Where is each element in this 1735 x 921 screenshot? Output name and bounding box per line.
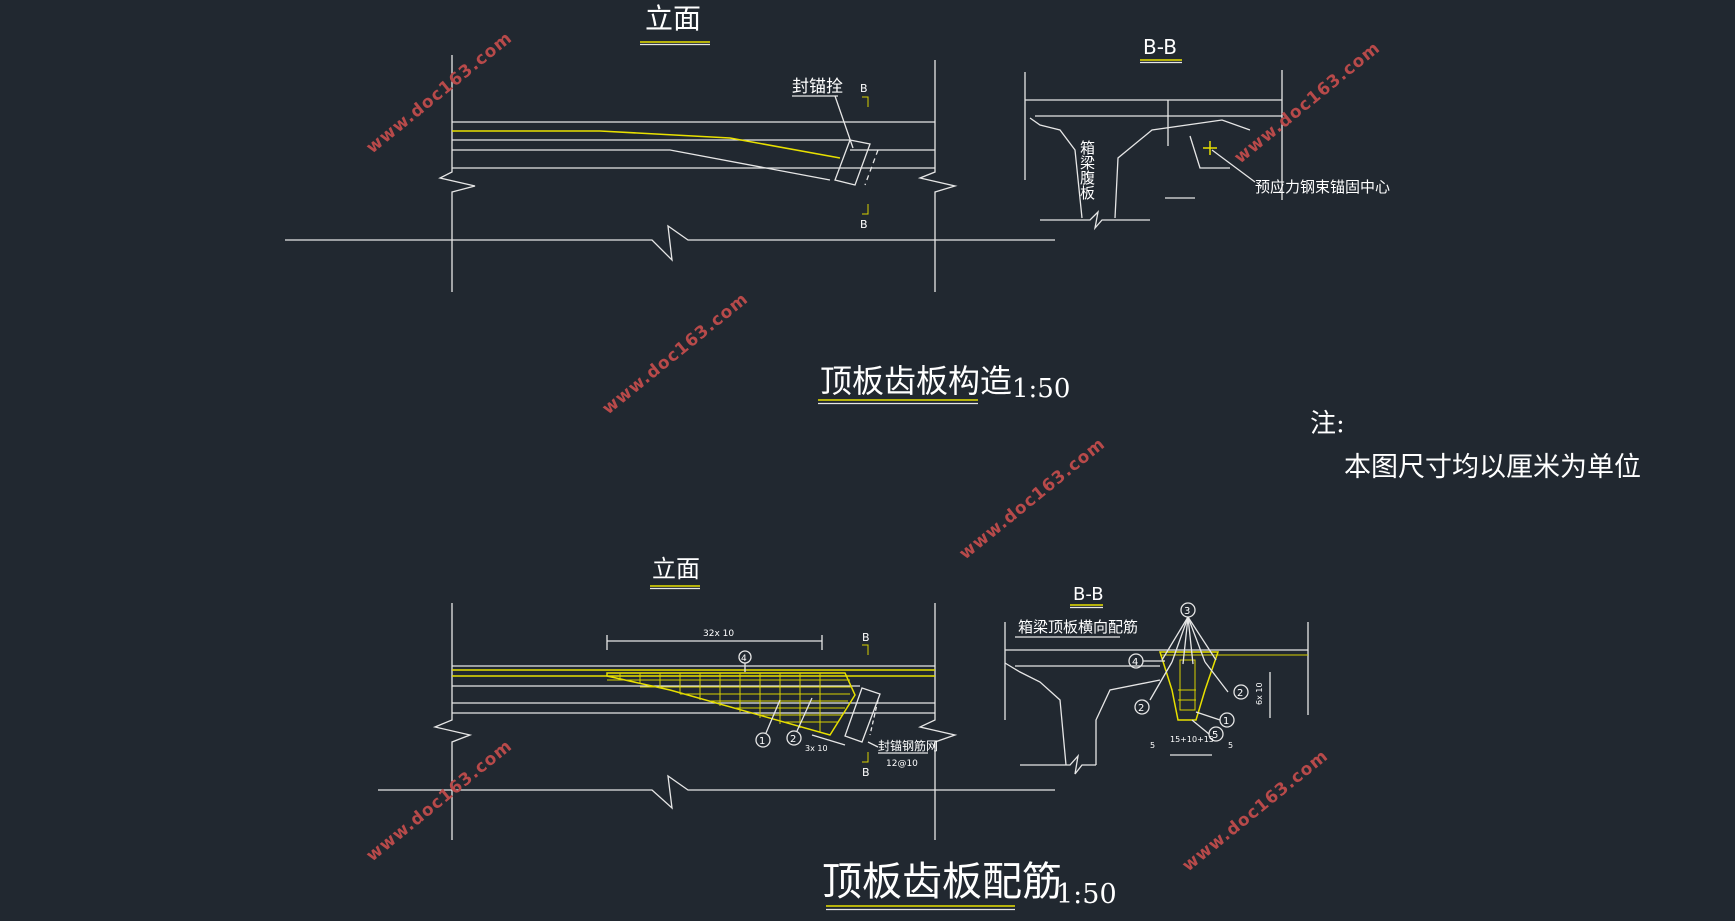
section-marker-2-right-circle bbox=[1233, 684, 1249, 700]
anchor-mesh-label: 封锚钢筋网 bbox=[878, 738, 938, 753]
marker-1-label: 1 bbox=[759, 736, 765, 747]
bottom-section-mark-upper: B bbox=[862, 631, 870, 644]
top-section-title: B-B bbox=[1143, 35, 1177, 59]
section-marker-1-leader bbox=[1195, 711, 1221, 721]
marker-2-leader bbox=[796, 697, 813, 732]
bottom-section-web-right bbox=[1095, 679, 1161, 765]
bottom-section-title: B-B bbox=[1073, 584, 1104, 605]
bottom-elevation-title: 立面 bbox=[652, 555, 700, 583]
bottom-left-boundary bbox=[432, 603, 473, 840]
section-marker-2-right-label: 2 bbox=[1237, 688, 1243, 699]
section-dim-left: 5 bbox=[1150, 741, 1155, 750]
bottom-section-tooth-cage bbox=[1158, 651, 1220, 721]
top-section-bottom bbox=[1040, 210, 1150, 231]
top-right-boundary bbox=[917, 60, 958, 292]
bottom-dim-label: 32x 10 bbox=[703, 629, 734, 639]
marker-3-label: 3 bbox=[1184, 606, 1190, 617]
top-section-mark-upper-tick bbox=[862, 96, 869, 107]
marker-2-label: 2 bbox=[790, 734, 796, 745]
transverse-label: 箱梁顶板横向配筋 bbox=[1018, 618, 1138, 636]
bottom-right-boundary bbox=[918, 603, 958, 840]
marker-3-circle bbox=[1180, 602, 1196, 618]
bottom-anchor-dash bbox=[869, 699, 879, 736]
top-section-bb: B-B 预应力钢束锚固中心 箱梁腹板 bbox=[1024, 35, 1390, 231]
top-caption: 顶板齿板构造 bbox=[820, 362, 1012, 400]
bottom-rebar-mesh bbox=[606, 672, 856, 736]
watermark-1: www.doc163.com bbox=[363, 28, 517, 158]
note-text: 本图尺寸均以厘米为单位 bbox=[1344, 452, 1641, 483]
top-ground-line bbox=[285, 224, 1055, 262]
marker-2-circle bbox=[786, 730, 802, 746]
bottom-caption: 顶板齿板配筋 bbox=[822, 859, 1062, 905]
bottom-section-bottom bbox=[1020, 753, 1096, 775]
anchor-center-label: 预应力钢束锚固中心 bbox=[1255, 178, 1390, 196]
top-anchor-block bbox=[834, 139, 871, 186]
bottom-section-tooth-core bbox=[1179, 659, 1196, 711]
top-section-web-left bbox=[1029, 117, 1083, 219]
section-marker-5-leader bbox=[1191, 719, 1210, 735]
section-marker-1-label: 1 bbox=[1223, 716, 1229, 727]
top-scale: 1:50 bbox=[1012, 374, 1070, 404]
bottom-section-mark-lower: B bbox=[862, 766, 870, 779]
top-tooth-slope bbox=[452, 149, 831, 181]
bottom-small-dim-line bbox=[811, 734, 846, 746]
section-dim-bottom: 15+10+15 bbox=[1170, 735, 1214, 744]
section-dim-right: 5 bbox=[1228, 741, 1233, 750]
top-section-mark-upper: B bbox=[860, 82, 868, 95]
bottom-small-dim: 3x 10 bbox=[805, 744, 828, 753]
note-heading: 注: bbox=[1310, 409, 1345, 439]
watermark-3: www.doc163.com bbox=[599, 289, 753, 419]
top-tendon bbox=[452, 130, 841, 159]
section-marker-2-left-label: 2 bbox=[1138, 703, 1144, 714]
top-section-web-right bbox=[1114, 119, 1251, 219]
bottom-ground-line bbox=[378, 774, 1055, 810]
top-left-boundary bbox=[438, 55, 476, 292]
bottom-anchor-block bbox=[844, 687, 881, 743]
bottom-scale: 1:50 bbox=[1056, 879, 1117, 910]
top-section-mark-lower: B bbox=[860, 218, 868, 231]
bottom-section-mark-upper-tick bbox=[862, 644, 869, 655]
section-marker-2-left-circle bbox=[1134, 699, 1150, 715]
marker-3-fan bbox=[1149, 616, 1229, 701]
bottom-caption-group: 顶板齿板配筋 1:50 bbox=[822, 859, 1117, 911]
web-label: 箱梁腹板 bbox=[1078, 140, 1096, 200]
top-caption-group: 顶板齿板构造 1:50 bbox=[818, 362, 1070, 405]
watermark-2: www.doc163.com bbox=[1231, 38, 1385, 168]
section-dim-vertical: 6x 10 bbox=[1255, 682, 1264, 705]
note-block: 注: 本图尺寸均以厘米为单位 bbox=[1310, 409, 1641, 483]
marker-1-circle bbox=[755, 732, 771, 748]
bottom-section-mark-lower-tick bbox=[862, 752, 869, 763]
anchor-mesh-leader bbox=[867, 741, 879, 748]
watermark-6: www.doc163.com bbox=[1179, 746, 1333, 876]
top-section-tooth bbox=[1189, 135, 1230, 169]
anchor-seal-leader bbox=[834, 95, 854, 149]
top-anchor-dash bbox=[864, 149, 879, 186]
bottom-section-bb: B-B 箱梁顶板横向配筋 3 4 bbox=[1004, 584, 1309, 775]
marker-4-label: 4 bbox=[741, 654, 747, 664]
section-marker-4-label: 4 bbox=[1132, 657, 1138, 668]
watermark-4: www.doc163.com bbox=[956, 434, 1110, 564]
marker-1-leader bbox=[765, 699, 781, 734]
anchor-seal-label: 封锚拴 bbox=[792, 77, 843, 97]
top-elevation-title: 立面 bbox=[645, 2, 701, 35]
section-marker-5-label: 5 bbox=[1212, 730, 1218, 741]
watermark-5: www.doc163.com bbox=[363, 736, 517, 866]
bottom-elevation: 立面 32x 10 bbox=[378, 555, 1055, 840]
bottom-section-web-left bbox=[1004, 662, 1067, 766]
anchor-center-leader bbox=[1211, 149, 1256, 183]
top-elevation: 立面 封锚拴 B B bbox=[285, 2, 1055, 292]
top-section-mark-lower-tick bbox=[862, 204, 869, 215]
anchor-mesh-spec: 12@10 bbox=[886, 759, 918, 769]
